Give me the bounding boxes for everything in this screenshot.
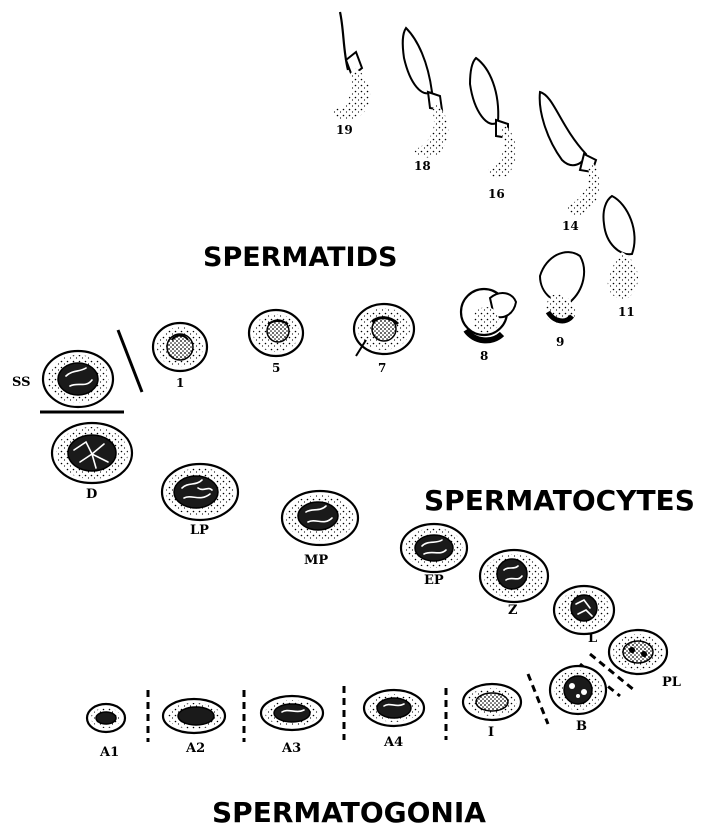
label-a1: A1: [99, 745, 119, 760]
label-step-11: 11: [618, 305, 635, 319]
label-step-5: 5: [272, 361, 280, 375]
spermatocyte-pl: [609, 630, 667, 674]
label-a4: A4: [383, 735, 403, 750]
spermatocyte-mp: [282, 491, 358, 545]
label-step-1: 1: [176, 376, 184, 390]
spermatid-step-16: [470, 58, 516, 178]
label-a2: A2: [185, 741, 205, 756]
label-i: I: [488, 725, 494, 740]
heading-spermatids: SPERMATIDS: [203, 242, 397, 273]
label-step-8: 8: [480, 349, 488, 363]
spermatid-step-19: [332, 12, 370, 120]
spermatogonium-a2: [163, 699, 225, 733]
spermatid-step-8: [461, 289, 516, 340]
spermatocyte-z: [480, 550, 548, 602]
spermatogonium-b: [550, 666, 606, 714]
label-l: L: [588, 631, 597, 646]
spermatocyte-d: [52, 423, 132, 483]
label-lp: LP: [190, 523, 209, 538]
spermatogonium-a1: [87, 704, 125, 732]
label-step-19: 19: [336, 123, 353, 137]
label-z: Z: [508, 603, 518, 618]
label-step-18: 18: [414, 159, 431, 173]
spermatid-step-11: [603, 196, 638, 299]
label-b: B: [576, 719, 587, 734]
spermatid-step-14: [540, 92, 600, 215]
spermatocyte-l: [554, 586, 614, 634]
heading-spermatogonia: SPERMATOGONIA: [212, 796, 486, 829]
heading-spermatocytes: SPERMATOCYTES: [424, 484, 695, 517]
label-ep: EP: [424, 573, 444, 588]
divider-i-b: [528, 674, 548, 724]
spermatid-step-7: [354, 304, 414, 356]
label-step-16: 16: [488, 187, 505, 201]
label-step-14: 14: [562, 219, 579, 233]
label-ss: SS: [12, 375, 31, 390]
spermatocyte-ep: [401, 524, 467, 572]
label-d: D: [86, 487, 97, 502]
spermatogonium-a4: [364, 690, 424, 726]
label-step-7: 7: [378, 361, 386, 375]
spermatocyte-lp: [162, 464, 238, 520]
spermatid-step-1: [153, 323, 207, 371]
spermatocyte-ss: [43, 351, 113, 407]
label-pl: PL: [662, 675, 681, 690]
divider-meiosis: [118, 330, 142, 392]
spermatogonium-i: [463, 684, 521, 720]
spermatid-step-18: [403, 28, 449, 157]
spermatid-step-5: [249, 310, 303, 356]
label-mp: MP: [304, 553, 328, 568]
label-step-9: 9: [556, 335, 564, 349]
spermatid-step-9: [540, 252, 584, 324]
spermatogonium-a3: [261, 696, 323, 730]
label-a3: A3: [281, 741, 301, 756]
